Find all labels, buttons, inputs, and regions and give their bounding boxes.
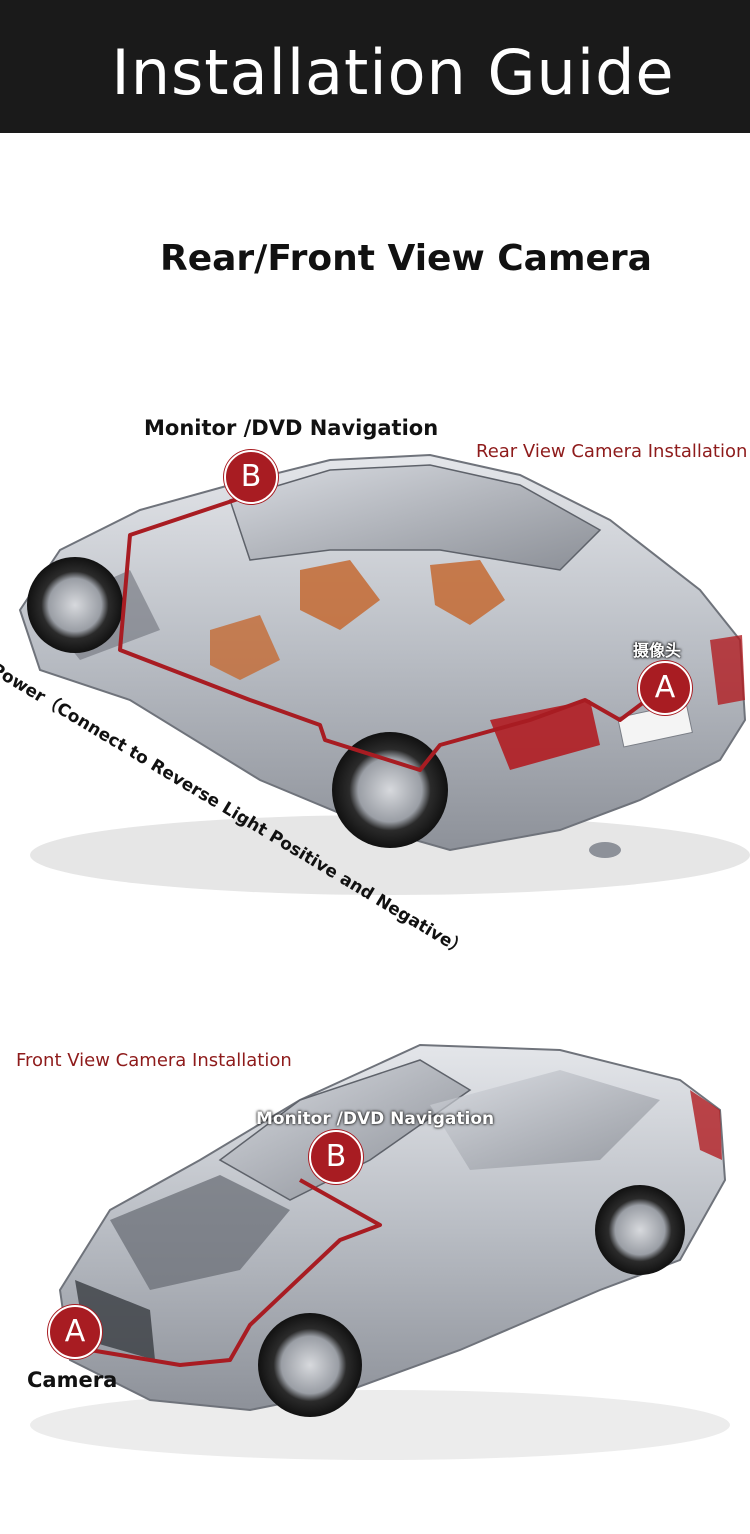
- section-title: Rear/Front View Camera: [160, 238, 652, 279]
- rear-camera-label: 摄像头: [633, 641, 682, 660]
- front-car-illustration: [30, 1043, 730, 1460]
- page-header: Installation Guide: [0, 0, 750, 133]
- front-camera-label: Camera: [27, 1368, 118, 1392]
- front-monitor-label: Monitor /DVD Navigation: [256, 1109, 495, 1129]
- front-installation-label: Front View Camera Installation: [16, 1050, 292, 1071]
- rear-marker-b: B: [224, 450, 278, 504]
- front-marker-b: B: [309, 1130, 363, 1184]
- page-title: Installation Guide: [111, 36, 675, 109]
- rear-car-illustration: [18, 453, 750, 895]
- rear-marker-a: A: [638, 661, 692, 715]
- rear-installation-label: Rear View Camera Installation: [476, 441, 748, 462]
- front-marker-a: A: [48, 1305, 102, 1359]
- rear-monitor-label: Monitor /DVD Navigation: [144, 416, 439, 440]
